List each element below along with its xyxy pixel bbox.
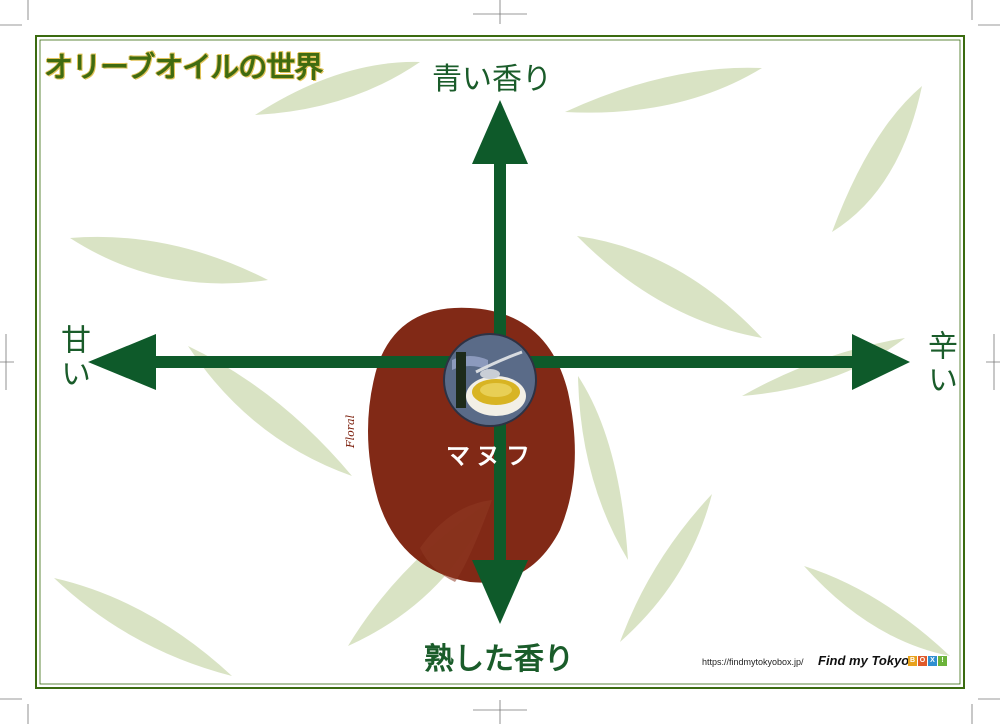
footer-brand: Find my Tokyo. bbox=[818, 653, 913, 668]
brand-box-letter: B bbox=[908, 656, 917, 666]
leaf bbox=[804, 566, 950, 656]
footer-url: https://findmytokyobox.jp/ bbox=[702, 657, 804, 667]
leaf bbox=[832, 86, 922, 232]
down-arrow-icon bbox=[472, 560, 528, 624]
olive-oil-photo bbox=[443, 333, 537, 427]
page-title: オリーブオイルの世界 bbox=[44, 50, 323, 84]
brand-box-logo: B O X ! bbox=[908, 656, 947, 666]
product-note: Floral bbox=[344, 414, 357, 448]
leaf bbox=[620, 494, 712, 642]
leaf bbox=[70, 236, 268, 284]
leaf bbox=[578, 376, 628, 560]
axis-label-bottom: 熟した香り bbox=[424, 642, 574, 677]
leaf bbox=[188, 346, 352, 476]
leaf bbox=[565, 67, 762, 113]
right-arrow-icon bbox=[852, 334, 910, 390]
up-arrow-icon bbox=[472, 100, 528, 164]
axis-label-left: 甘い bbox=[55, 324, 90, 392]
product-name: マヌフ bbox=[446, 442, 536, 470]
brand-box-letter: O bbox=[918, 656, 927, 666]
leaf bbox=[255, 61, 420, 115]
leaf bbox=[54, 578, 232, 676]
axis-label-right: 辛い bbox=[922, 330, 957, 398]
inner-frame bbox=[39, 39, 961, 685]
brand-box-letter: X bbox=[928, 656, 937, 666]
leaves bbox=[54, 61, 950, 676]
blob-shade bbox=[420, 500, 492, 582]
brand-box-letter: ! bbox=[938, 656, 947, 666]
left-arrow-icon bbox=[88, 334, 156, 390]
axis-label-top: 青い香り bbox=[432, 62, 552, 97]
leaf bbox=[577, 236, 762, 338]
